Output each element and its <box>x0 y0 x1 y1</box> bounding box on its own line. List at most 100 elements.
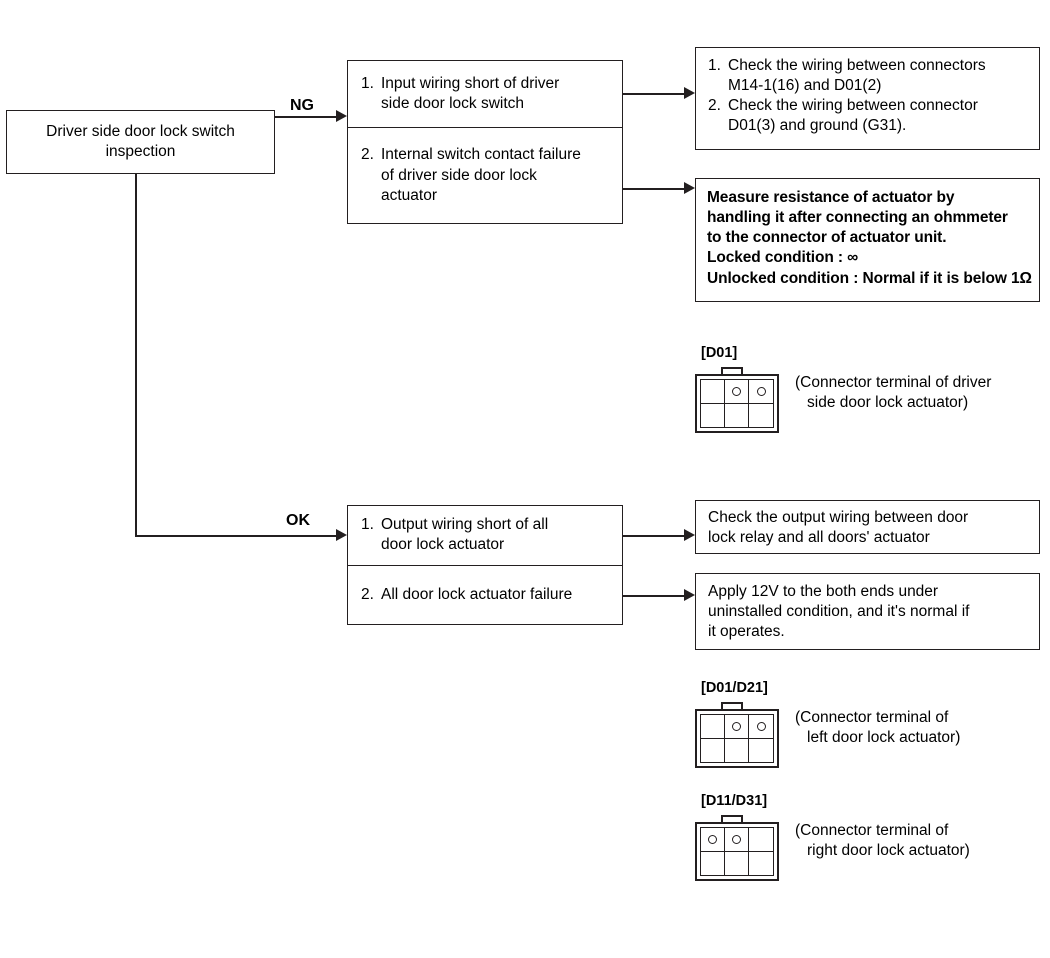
ng-cause-row-2: 2. Internal switch contact failure of dr… <box>348 127 622 223</box>
pin-cell-2 <box>725 715 749 739</box>
pin-cell-2 <box>725 380 749 404</box>
ok-branch-arrowhead <box>336 529 347 541</box>
ok-cause-1-text: Output wiring short of all door lock act… <box>381 515 612 555</box>
ok-cause-2-number: 2. <box>361 585 374 603</box>
caption-line-2: left door lock actuator) <box>807 729 961 747</box>
ok-cause-1-to-action-line <box>623 535 688 537</box>
connector-pin-grid <box>700 714 774 763</box>
pin-cell-1 <box>701 828 725 852</box>
ng-action-1-number: 1. <box>708 57 721 74</box>
ok-cause-2-to-action-arrowhead <box>684 589 695 601</box>
ng-branch-label: NG <box>290 97 314 114</box>
ok-action-check-output-wiring-box: Check the output wiring between door loc… <box>695 500 1040 554</box>
ng-cause-1-line-1: Input wiring short of driver <box>381 74 560 92</box>
ng-action-1-text: Check the wiring between connectors M14-… <box>728 56 1029 96</box>
caption-line-1: (Connector terminal of driver <box>795 374 992 391</box>
connector-pin-grid <box>700 827 774 876</box>
connector-tab-icon <box>721 702 743 711</box>
ok-cause-1-line-2: door lock actuator <box>381 536 505 554</box>
ng-action-1-line-2: M14-1(16) and D01(2) <box>728 77 882 95</box>
ng-branch-line <box>275 116 340 118</box>
connector-terminal-d01: [D01] (Connector terminal of driver side… <box>695 345 1040 445</box>
connector-pin-grid <box>700 379 774 428</box>
connector-body <box>695 374 779 433</box>
pin-dot-icon <box>732 834 741 844</box>
ok-action-2-line-2: uninstalled condition, and it's normal i… <box>708 603 970 621</box>
measure-unlocked-condition: Unlocked condition : Normal if it is bel… <box>707 269 1032 287</box>
ok-cause-1-line-1: Output wiring short of all <box>381 516 549 534</box>
ok-branch-horizontal-line <box>135 535 340 537</box>
pin-dot-icon <box>756 721 766 731</box>
pin-cell-5 <box>725 851 749 875</box>
pin-cell-4 <box>701 851 725 875</box>
ng-cause-1-to-action-line <box>623 93 688 95</box>
pin-dot-icon <box>756 386 766 396</box>
root-line-2: inspection <box>105 143 176 160</box>
ok-action-1-line-2: lock relay and all doors' actuator <box>708 529 930 547</box>
ng-cause-2-number: 2. <box>361 146 374 164</box>
ng-cause-2-text: Internal switch contact failure of drive… <box>381 145 612 205</box>
ng-cause-row-1: 1. Input wiring short of driver side doo… <box>348 61 622 127</box>
pin-cell-6 <box>749 404 773 428</box>
ng-cause-2-line-2: of driver side door lock <box>381 166 537 184</box>
caption-line-2: right door lock actuator) <box>807 842 970 860</box>
pin-cell-6 <box>749 739 773 763</box>
pin-cell-3 <box>749 715 773 739</box>
ok-branch-vertical-line <box>135 174 137 536</box>
pin-cell-6 <box>749 852 773 876</box>
connector-terminal-d11-d31: [D11/D31] (Connector terminal of right d… <box>695 793 1040 893</box>
ng-cause-2-to-action-arrowhead <box>684 182 695 194</box>
connector-terminal-d01-d21: [D01/D21] (Connector terminal of left do… <box>695 680 1040 780</box>
ok-action-2-line-1: Apply 12V to the both ends under <box>708 583 939 600</box>
ng-action-1-line-1: Check the wiring between connectors <box>728 57 986 74</box>
root-decision-box: Driver side door lock switch inspection <box>6 110 275 174</box>
ok-action-apply-12v-box: Apply 12V to the both ends under uninsta… <box>695 573 1040 650</box>
ng-cause-2-line-3: actuator <box>381 186 438 204</box>
caption-line-1: (Connector terminal of <box>795 709 949 726</box>
pin-cell-2 <box>725 828 749 852</box>
connector-tag-d01: [D01] <box>701 345 738 361</box>
connector-body <box>695 709 779 768</box>
measure-line-3: to the connector of actuator unit. <box>707 229 947 247</box>
ok-action-1-line-1: Check the output wiring between door <box>708 509 969 526</box>
ok-cause-row-2: 2. All door lock actuator failure <box>348 564 622 624</box>
caption-line-2: side door lock actuator) <box>807 394 969 412</box>
pin-cell-1 <box>701 380 725 404</box>
connector-caption-d11-d31: (Connector terminal of right door lock a… <box>795 821 970 862</box>
pin-cell-4 <box>701 738 725 762</box>
pin-dot-icon <box>732 386 741 396</box>
ng-branch-arrowhead <box>336 110 347 122</box>
caption-line-1: (Connector terminal of <box>795 822 949 839</box>
ng-cause-1-line-2: side door lock switch <box>381 95 525 113</box>
ng-cause-2-line-1: Internal switch contact failure <box>381 146 581 164</box>
connector-tab-icon <box>721 815 743 824</box>
ng-action-wiring-check-box: 1. Check the wiring between connectors M… <box>695 47 1040 150</box>
measure-locked-condition: Locked condition : ∞ <box>707 249 859 267</box>
connector-body <box>695 822 779 881</box>
connector-tag-d11-d31: [D11/D31] <box>701 793 768 809</box>
connector-tab-icon <box>721 367 743 376</box>
measure-line-2: handling it after connecting an ohmmeter <box>707 209 1008 227</box>
ok-causes-box: 1. Output wiring short of all door lock … <box>347 505 623 625</box>
pin-cell-3 <box>749 828 773 852</box>
connector-tag-d01-d21: [D01/D21] <box>701 680 768 696</box>
pin-cell-5 <box>725 403 749 427</box>
ok-cause-2-text: All door lock actuator failure <box>381 585 573 603</box>
connector-caption-d01-d21: (Connector terminal of left door lock ac… <box>795 708 960 749</box>
ok-cause-1-to-action-arrowhead <box>684 529 695 541</box>
ng-cause-1-to-action-arrowhead <box>684 87 695 99</box>
ng-action-measure-resistance-box: Measure resistance of actuator by handli… <box>695 178 1040 302</box>
pin-cell-4 <box>701 403 725 427</box>
connector-pictogram-d01 <box>695 367 779 433</box>
pin-dot-icon <box>732 721 741 731</box>
ok-branch-label: OK <box>286 512 310 529</box>
connector-pictogram-d11-d31 <box>695 815 779 881</box>
ng-action-2-number: 2. <box>708 97 721 115</box>
connector-pictogram-d01-d21 <box>695 702 779 768</box>
ng-cause-1-number: 1. <box>361 74 374 92</box>
pin-cell-3 <box>749 380 773 404</box>
ok-cause-row-1: 1. Output wiring short of all door lock … <box>348 506 622 565</box>
pin-dot-icon <box>708 834 717 844</box>
ng-action-2-text: Check the wiring between connector D01(3… <box>728 96 1029 136</box>
ng-cause-2-to-action-line <box>623 188 688 190</box>
